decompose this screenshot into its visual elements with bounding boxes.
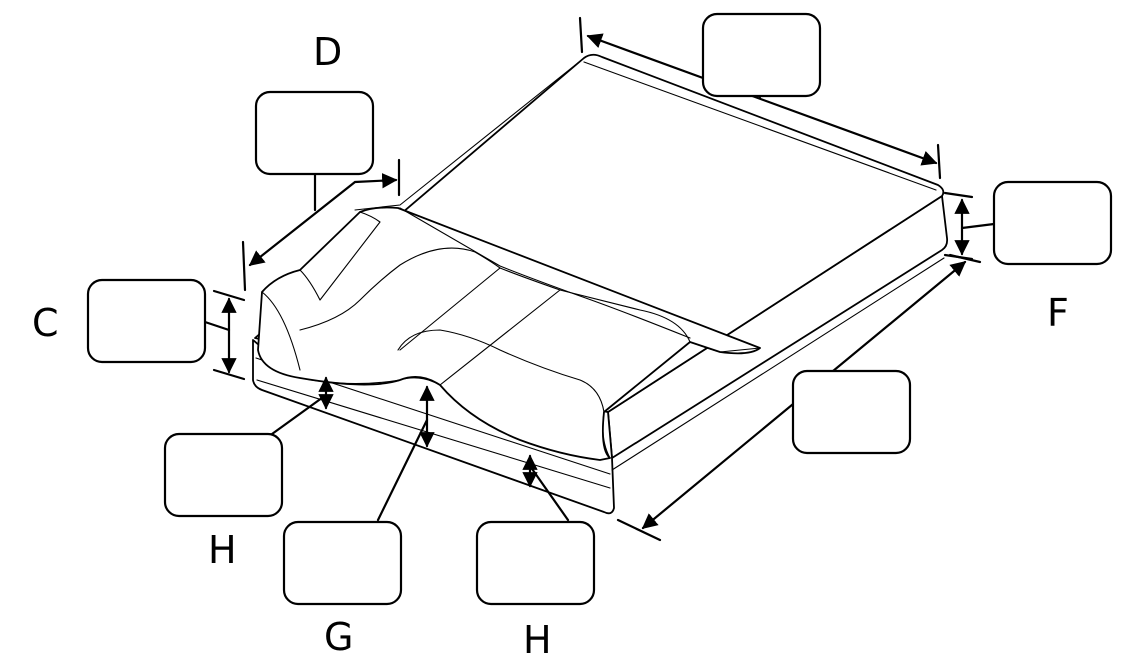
dim-top-tick-right: [936, 143, 942, 180]
leader-h-right: [528, 464, 570, 522]
label-box-side: [791, 369, 912, 455]
leader-c: [203, 320, 231, 332]
label-box-h-right: [475, 520, 596, 606]
dim-side-tick-bottom: [616, 518, 662, 542]
label-box-f: [992, 180, 1113, 266]
front-contour-line: [299, 377, 601, 461]
letter-c: C: [32, 301, 59, 345]
letter-h-right: H: [523, 618, 552, 662]
label-box-top: [701, 12, 822, 98]
letter-f: F: [1047, 291, 1069, 335]
dim-d-tick-left: [241, 240, 247, 292]
label-box-h-left: [163, 432, 284, 518]
leader-g: [376, 418, 429, 522]
letter-g: G: [324, 615, 353, 659]
dimension-letters: D C F H G H: [32, 30, 1069, 662]
label-box-c: [86, 278, 207, 364]
center-pommel: [397, 329, 605, 413]
dim-top-arrow: [586, 33, 938, 166]
letter-h-left: H: [208, 528, 237, 572]
label-boxes: [86, 12, 1113, 606]
dim-c-tick-top: [212, 289, 246, 302]
dim-d-arrow: [248, 172, 398, 267]
label-box-d: [254, 90, 375, 176]
dim-f-tick-top: [943, 191, 974, 199]
dimensions: [203, 16, 996, 542]
dim-top-tick-left: [578, 16, 584, 54]
center-seam: [399, 267, 561, 386]
leader-f: [960, 222, 996, 230]
dim-c-tick-bottom: [212, 368, 246, 381]
label-box-g: [282, 520, 403, 606]
dim-side-tick-top: [948, 253, 982, 264]
leader-h-left: [270, 393, 328, 436]
letter-d: D: [313, 30, 342, 74]
